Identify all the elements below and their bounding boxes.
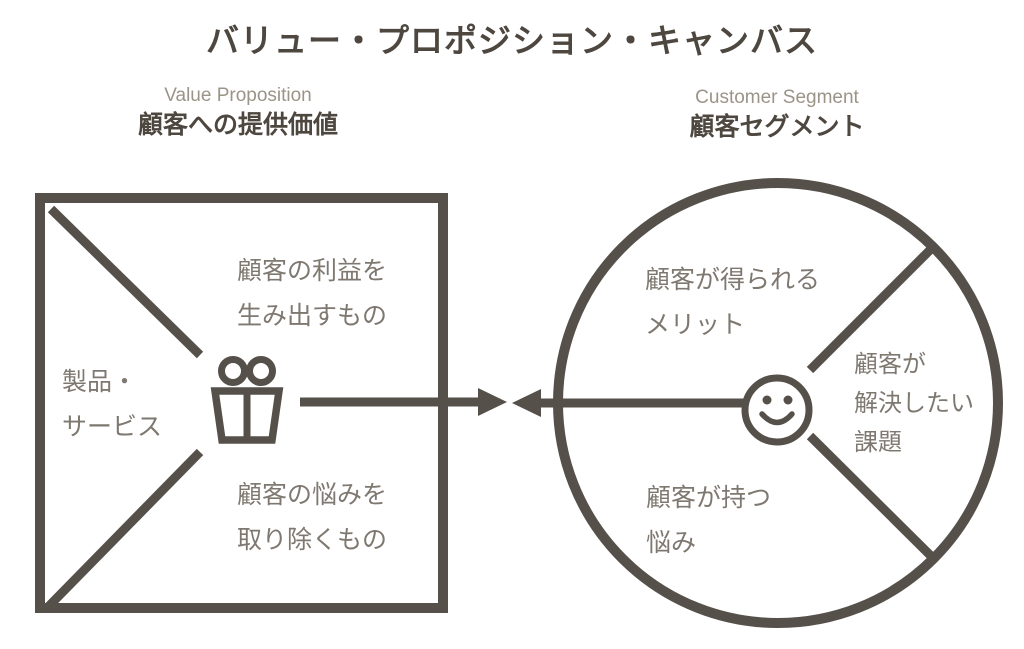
smiley-head: [741, 374, 813, 446]
gain-creators-label: 顧客の利益を 生み出すもの: [237, 249, 387, 339]
customer-segment-heading-en: Customer Segment: [695, 87, 859, 108]
label-line: 課題: [854, 429, 902, 456]
gift-bow-right-loop: [246, 356, 276, 386]
products-services-label: 製品・ サービス: [62, 360, 162, 450]
circle-spoke-upper-right: [806, 244, 936, 374]
smiley-left-eye: [762, 395, 772, 405]
pain-relievers-label: 顧客の悩みを 取り除くもの: [237, 473, 387, 563]
label-line: 製品・: [62, 368, 138, 396]
gift-bow-left-loop: [218, 356, 248, 386]
value-proposition-heading: Value Proposition 顧客への提供価値: [58, 84, 418, 140]
label-line: 顧客の利益を: [237, 257, 388, 285]
circle-spoke-lower-right: [806, 432, 936, 561]
customer-jobs-label: 顧客が 解決したい 課題: [854, 345, 974, 462]
customer-segment-heading: Customer Segment 顧客セグメント: [597, 86, 957, 142]
page-title: バリュー・プロポジション・キャンバス: [206, 22, 818, 59]
customer-segment-heading-ja: 顧客セグメント: [689, 113, 865, 141]
customer-gains-label: 顧客が得られる メリット: [645, 258, 820, 348]
label-line: 顧客が得られる: [645, 266, 821, 294]
arrow-right: [300, 388, 507, 416]
label-line: 取り除くもの: [237, 526, 388, 554]
customer-pains-label: 顧客が持つ 悩み: [646, 476, 771, 566]
value-proposition-heading-ja: 顧客への提供価値: [137, 111, 338, 139]
smiley-face-icon: [741, 374, 813, 446]
gift-box: [210, 387, 284, 444]
gift-icon: [210, 356, 284, 444]
label-line: 顧客が: [854, 351, 926, 378]
label-line: 生み出すもの: [237, 302, 388, 330]
square-diagonal-bottom: [44, 448, 204, 611]
arrow-left-head: [512, 389, 541, 417]
customer-segment-circle: [553, 178, 1003, 628]
value-proposition-heading-en: Value Proposition: [164, 85, 312, 106]
square-diagonal-top: [47, 205, 204, 359]
label-line: 悩み: [646, 529, 697, 557]
label-line: サービス: [62, 413, 163, 441]
label-line: 顧客が持つ: [646, 484, 772, 512]
label-line: 解決したい: [854, 390, 974, 417]
arrow-left: [512, 389, 744, 417]
label-line: 顧客の悩みを: [237, 481, 388, 509]
label-line: メリット: [645, 311, 746, 339]
smiley-right-eye: [783, 395, 793, 405]
smiley-mouth: [759, 411, 795, 426]
arrow-right-head: [478, 388, 507, 416]
